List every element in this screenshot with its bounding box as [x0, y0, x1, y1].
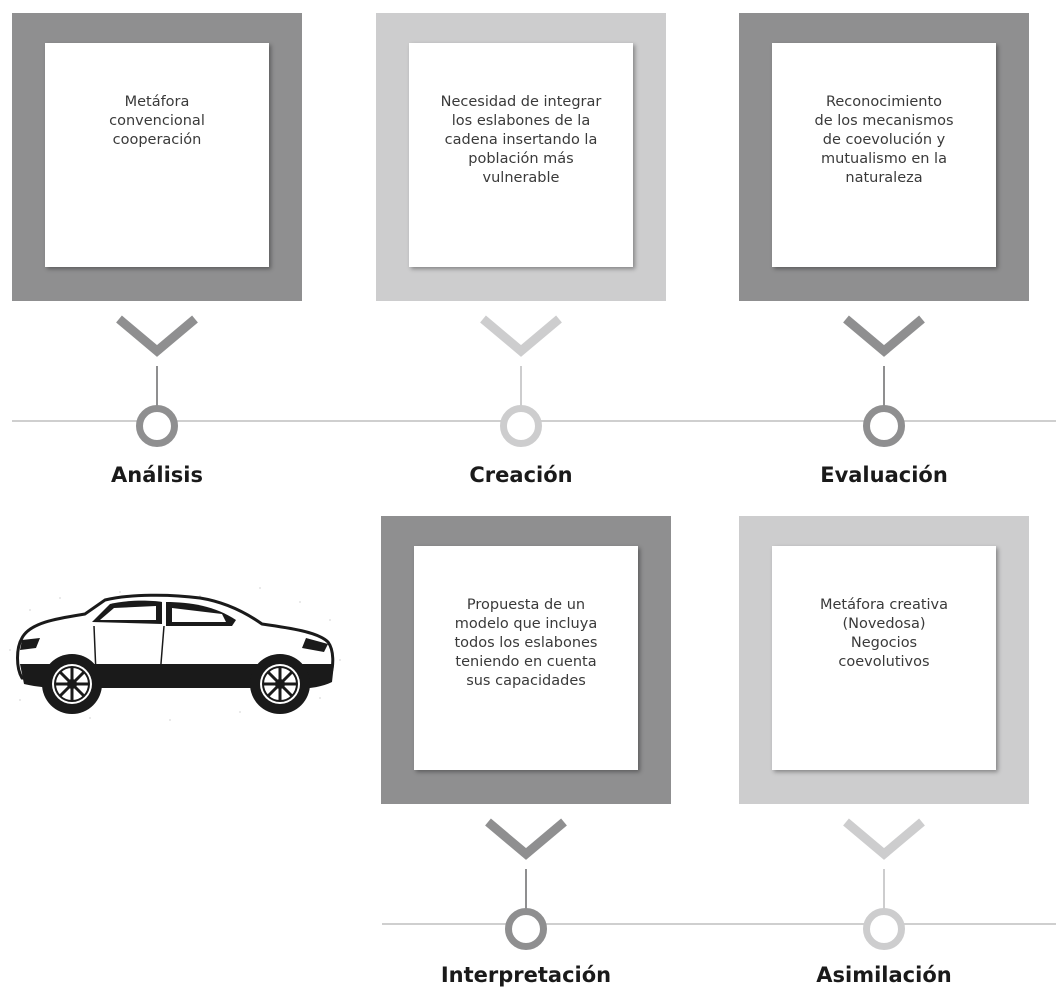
stage-description: Propuesta de un modelo que incluya todos…	[454, 597, 598, 689]
stage-title: Interpretación	[440, 963, 612, 987]
chevron-down-icon	[485, 818, 567, 860]
stage-title: Creación	[469, 463, 573, 487]
stage-card: Metáfora convencional cooperación	[45, 43, 269, 267]
stage-analisis: Metáfora convencional cooperación Anális…	[12, 13, 302, 487]
timeline-node	[505, 908, 547, 950]
stage-description: Metáfora creativa (Novedosa) Negocios co…	[819, 597, 949, 670]
chevron-down-icon	[843, 315, 925, 357]
stage-card: Propuesta de un modelo que incluya todos…	[414, 546, 638, 770]
timeline-stem	[156, 366, 158, 406]
stage-description: Necesidad de integrar los eslabones de l…	[440, 94, 602, 186]
timeline-node	[500, 405, 542, 447]
timeline-node	[863, 908, 905, 950]
chevron-down-icon	[116, 315, 198, 357]
stage-creacion: Necesidad de integrar los eslabones de l…	[376, 13, 666, 487]
timeline-stem	[520, 366, 522, 406]
stage-interpretacion: Propuesta de un modelo que incluya todos…	[381, 516, 671, 987]
chevron-down-icon	[480, 315, 562, 357]
timeline-node	[136, 405, 178, 447]
stage-card: Metáfora creativa (Novedosa) Negocios co…	[772, 546, 996, 770]
stage-description: Reconocimiento de los mecanismos de coev…	[814, 94, 954, 186]
stage-title: Evaluación	[820, 463, 948, 487]
stage-evaluacion: Reconocimiento de los mecanismos de coev…	[739, 13, 1029, 487]
timeline-stem	[883, 869, 885, 909]
stage-title: Asimilación	[816, 963, 952, 987]
timeline-bottom	[382, 923, 1056, 925]
timeline-stem	[883, 366, 885, 406]
stage-asimilacion: Metáfora creativa (Novedosa) Negocios co…	[739, 516, 1029, 987]
stage-card: Necesidad de integrar los eslabones de l…	[409, 43, 633, 267]
stage-description: Metáfora convencional cooperación	[109, 94, 205, 148]
timeline-stem	[525, 869, 527, 909]
stage-title: Análisis	[111, 463, 203, 487]
car-icon	[9, 587, 341, 721]
timeline-node	[863, 405, 905, 447]
chevron-down-icon	[843, 818, 925, 860]
stage-card: Reconocimiento de los mecanismos de coev…	[772, 43, 996, 267]
